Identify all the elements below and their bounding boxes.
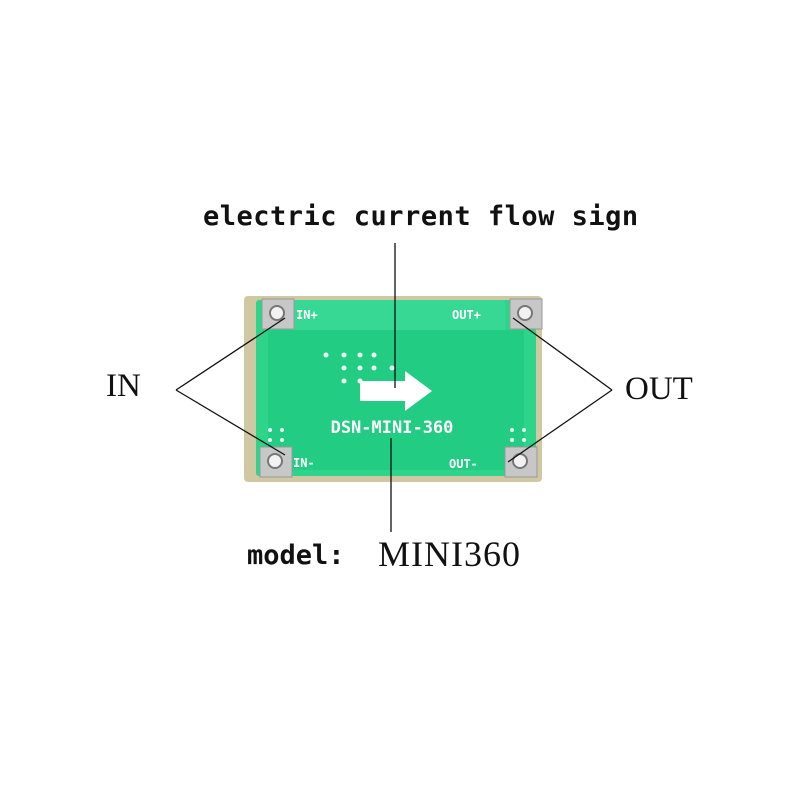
pad-out-minus: [504, 446, 538, 478]
flow-sign-label: electric current flow sign: [203, 201, 639, 232]
model-label: model:: [247, 540, 345, 571]
input-label: IN: [106, 368, 141, 404]
pin-label-in-minus: IN-: [293, 456, 315, 470]
leader-in-plus: [175, 317, 286, 391]
pad-in-plus: [261, 298, 295, 330]
model-value: MINI360: [378, 534, 521, 574]
pcb-top-strip: [290, 300, 505, 330]
current-flow-arrow-icon: [360, 371, 432, 411]
leader-lines: [175, 243, 613, 532]
pad-out-plus: [509, 298, 543, 330]
pcb-model-marking: DSN-MINI-360: [331, 418, 454, 438]
leader-out-plus: [512, 317, 613, 391]
output-label: OUT: [625, 371, 693, 407]
leader-in-minus: [175, 389, 286, 456]
leader-out-minus: [507, 389, 613, 463]
pad-in-minus: [259, 446, 293, 478]
via-holes: [268, 352, 526, 442]
pin-label-in-plus: IN+: [296, 308, 318, 322]
pin-label-out-minus: OUT-: [449, 457, 478, 471]
pin-label-out-plus: OUT+: [452, 308, 481, 322]
